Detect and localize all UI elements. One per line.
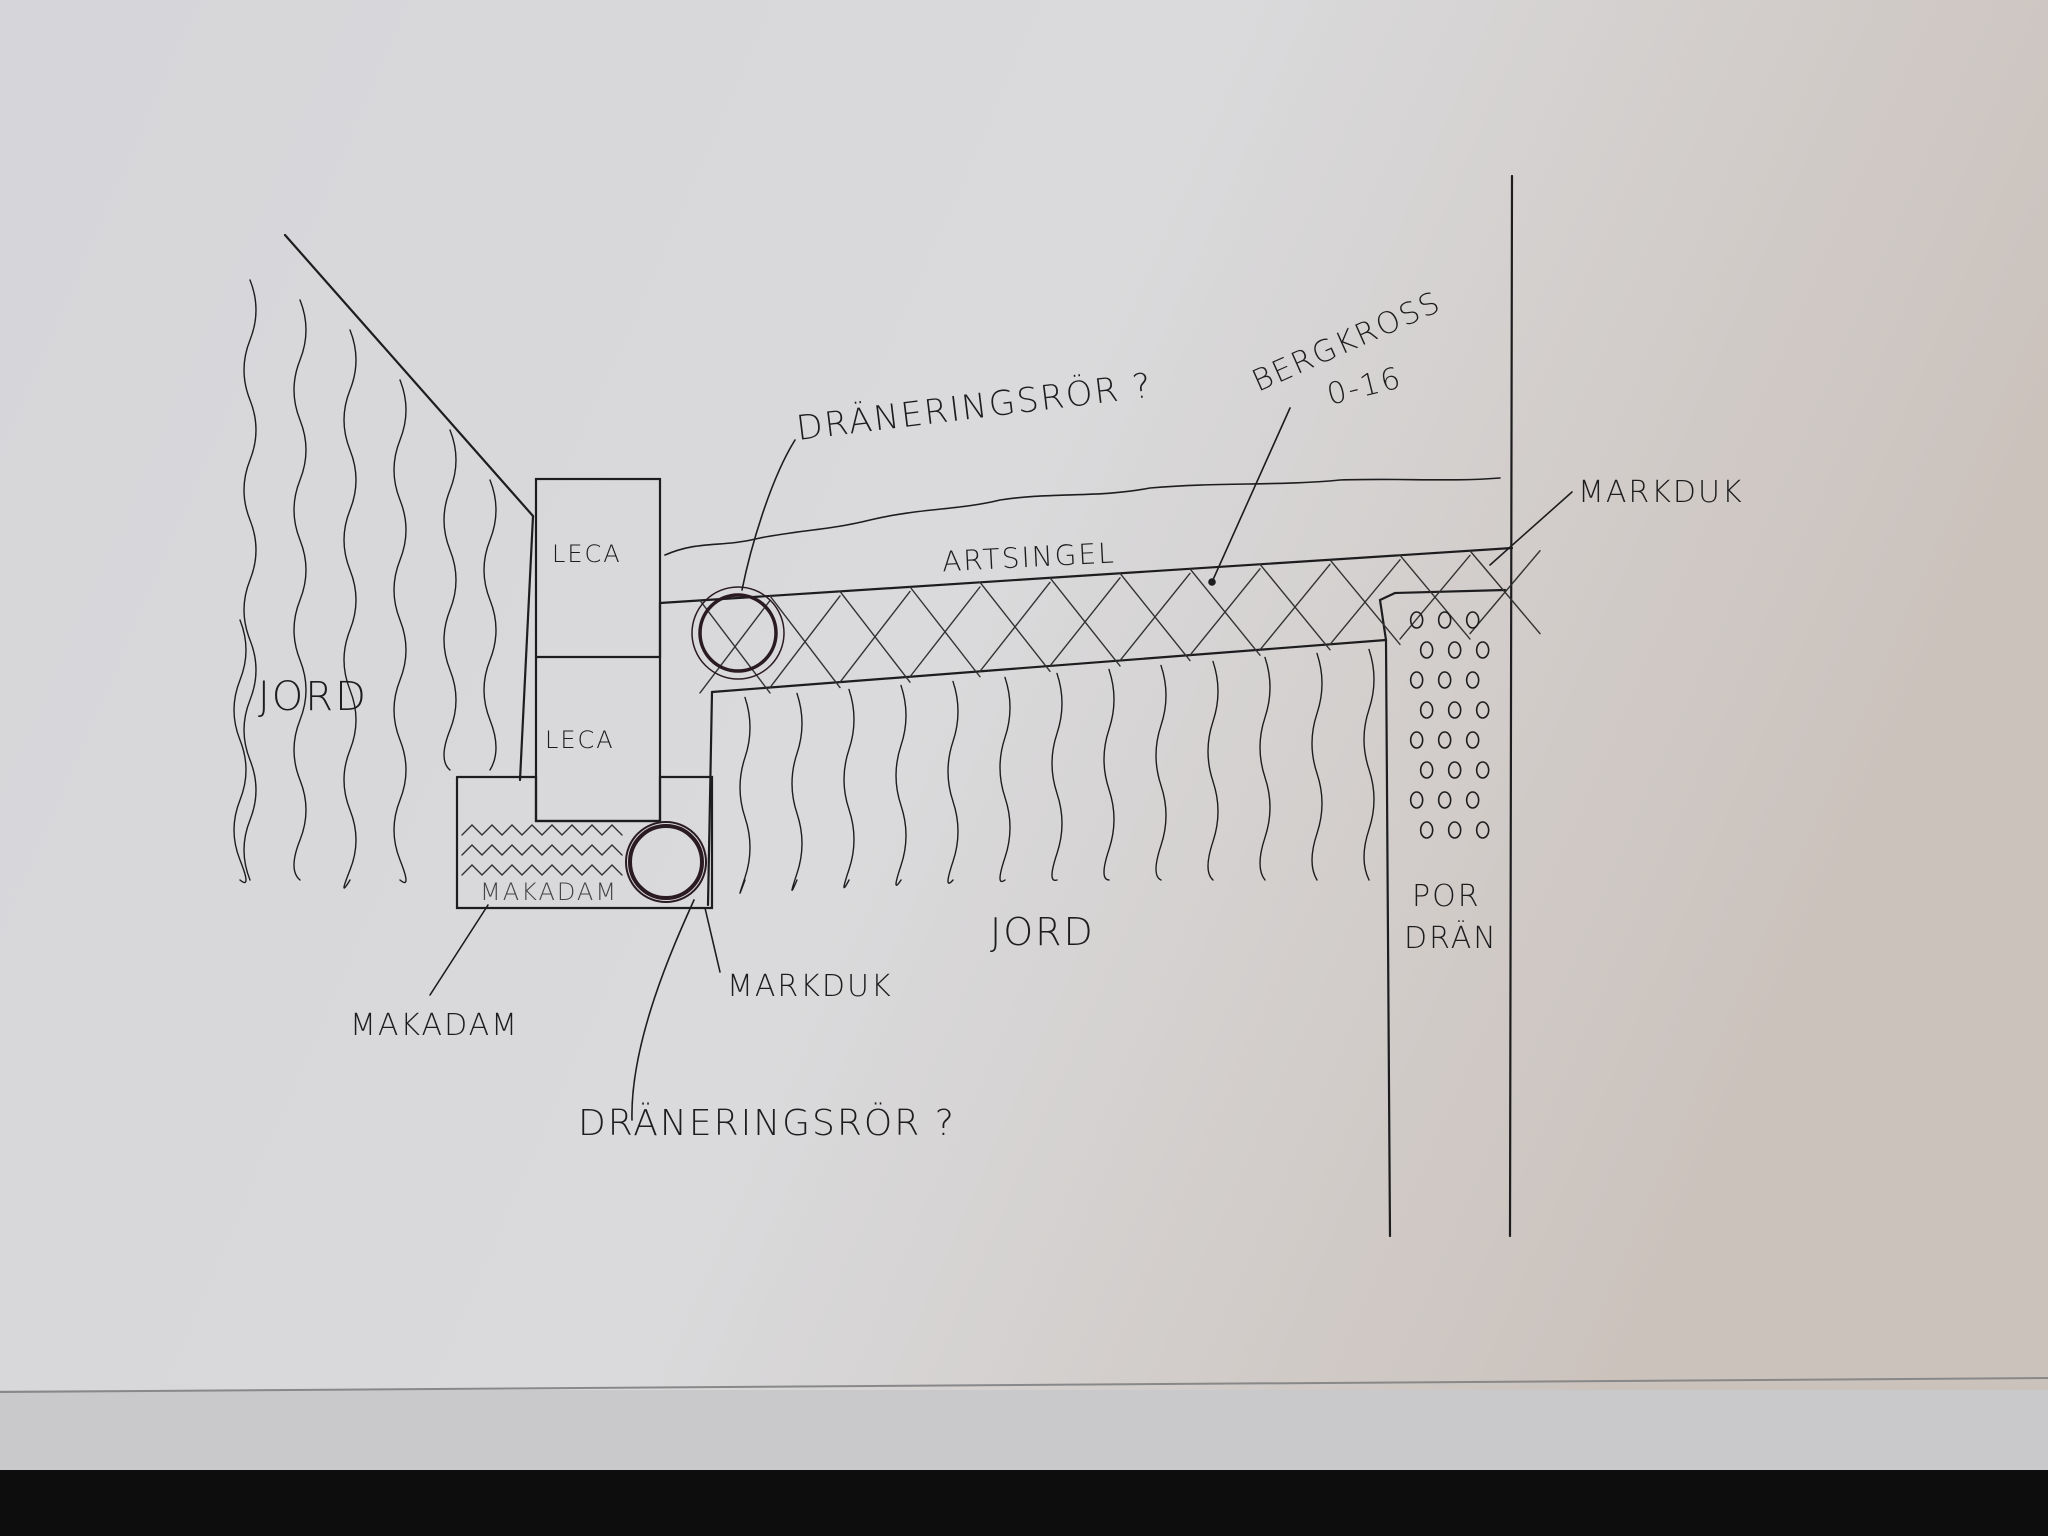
gravel-hatch-line: [1399, 554, 1471, 640]
pebble: [1465, 731, 1480, 749]
gravel-hatch-line: [909, 586, 981, 678]
pebble: [1409, 611, 1424, 629]
pebble: [1475, 821, 1490, 839]
gravel-hatch-line: [979, 581, 1051, 673]
soil-wave-stroke: [293, 299, 307, 881]
soil-wave-stroke: [999, 676, 1011, 883]
label-jord-right: JORD: [990, 910, 1095, 954]
pebble: [1409, 671, 1424, 689]
wall-inner-line: [1384, 638, 1392, 1238]
label-leca-top: LECA: [552, 540, 622, 568]
soil-hatching-right: [739, 648, 1375, 894]
gravel-hatch-line: [699, 599, 771, 694]
pebble: [1447, 701, 1462, 719]
pebble: [1465, 671, 1480, 689]
pebble: [1437, 731, 1452, 749]
label-por: POR: [1412, 879, 1481, 914]
pebble: [1419, 821, 1434, 839]
gravel-hatch-line: [1329, 559, 1401, 646]
soil-wave-stroke: [1207, 660, 1219, 881]
soil-wave-stroke: [843, 688, 855, 889]
soil-wave-stroke: [895, 684, 907, 886]
soil-wave-stroke: [1051, 672, 1063, 882]
pebble: [1437, 791, 1452, 809]
label-dran: DRÄN: [1404, 920, 1498, 956]
drainage-pipe-bottom: [625, 821, 707, 903]
makadam-trench: [455, 775, 714, 910]
leader-lines: [429, 407, 1573, 1121]
pebble: [1419, 701, 1434, 719]
soil-wave-stroke: [1259, 656, 1271, 881]
label-leca-bottom: LECA: [545, 726, 615, 754]
pebble: [1409, 791, 1424, 809]
gravel-hatch-line: [839, 590, 911, 683]
soil-wave-stroke: [1103, 668, 1115, 881]
dark-background: [0, 1470, 2048, 1536]
makadam-stroke: [461, 844, 623, 856]
porous-drain-pebbles: [1409, 611, 1490, 839]
soil-wave-stroke: [233, 619, 247, 884]
wall-outer-line: [1508, 174, 1514, 1238]
soil-wave-stroke: [443, 429, 457, 771]
soil-edge-line: [518, 514, 535, 782]
soil-wave-stroke: [243, 279, 257, 881]
soil-wave-stroke: [1155, 664, 1167, 881]
gravel-hatch-line: [1119, 572, 1191, 662]
pebble: [1419, 761, 1434, 779]
soil-wave-stroke: [947, 680, 959, 884]
pebble: [1475, 641, 1490, 659]
gravel-hatch-line: [769, 595, 841, 689]
gravel-layer: [658, 546, 1541, 907]
pebble: [1437, 671, 1452, 689]
gravel-hatch-line: [1469, 550, 1541, 635]
pebble: [1447, 821, 1462, 839]
label-markduk-bottom: MARKDUK: [727, 969, 893, 1004]
makadam-stroke: [461, 864, 623, 876]
paper-sheet: [0, 0, 2048, 1395]
pebble: [1447, 641, 1462, 659]
gravel-hatch-line: [1189, 568, 1261, 656]
gravel-hatch-line: [1259, 563, 1331, 651]
slope-line: [283, 233, 535, 518]
pebble: [1475, 701, 1490, 719]
drainage-pipe-top: [691, 586, 785, 680]
table-edge: [0, 1390, 2048, 1470]
pebble: [1409, 731, 1424, 749]
pebble: [1437, 611, 1452, 629]
soil-wave-stroke: [1363, 648, 1375, 881]
drain-layer-edge: [1378, 588, 1507, 642]
makadam-stroke: [461, 824, 623, 836]
label-makadam-inside: MAKADAM: [480, 878, 618, 906]
label-makadam: MAKADAM: [350, 1008, 519, 1043]
label-markduk-right: MARKDUK: [1578, 475, 1744, 510]
soil-hatching-left: [233, 279, 497, 889]
soil-wave-stroke: [739, 696, 751, 894]
pebble: [1465, 791, 1480, 809]
label-draneringsror-bottom: DRÄNERINGSRÖR ?: [578, 1102, 956, 1144]
soil-wave-stroke: [343, 329, 357, 889]
pebble: [1465, 611, 1480, 629]
soil-wave-stroke: [791, 692, 803, 891]
label-jord-left: JORD: [258, 674, 368, 720]
pebble: [1475, 761, 1490, 779]
gravel-hatch-line: [1049, 577, 1121, 667]
ground-surface-line: [664, 477, 1501, 556]
soil-wave-stroke: [393, 379, 407, 884]
soil-wave-stroke: [1311, 652, 1323, 881]
soil-wave-stroke: [483, 479, 497, 771]
pebble: [1419, 641, 1434, 659]
pebble: [1447, 761, 1462, 779]
